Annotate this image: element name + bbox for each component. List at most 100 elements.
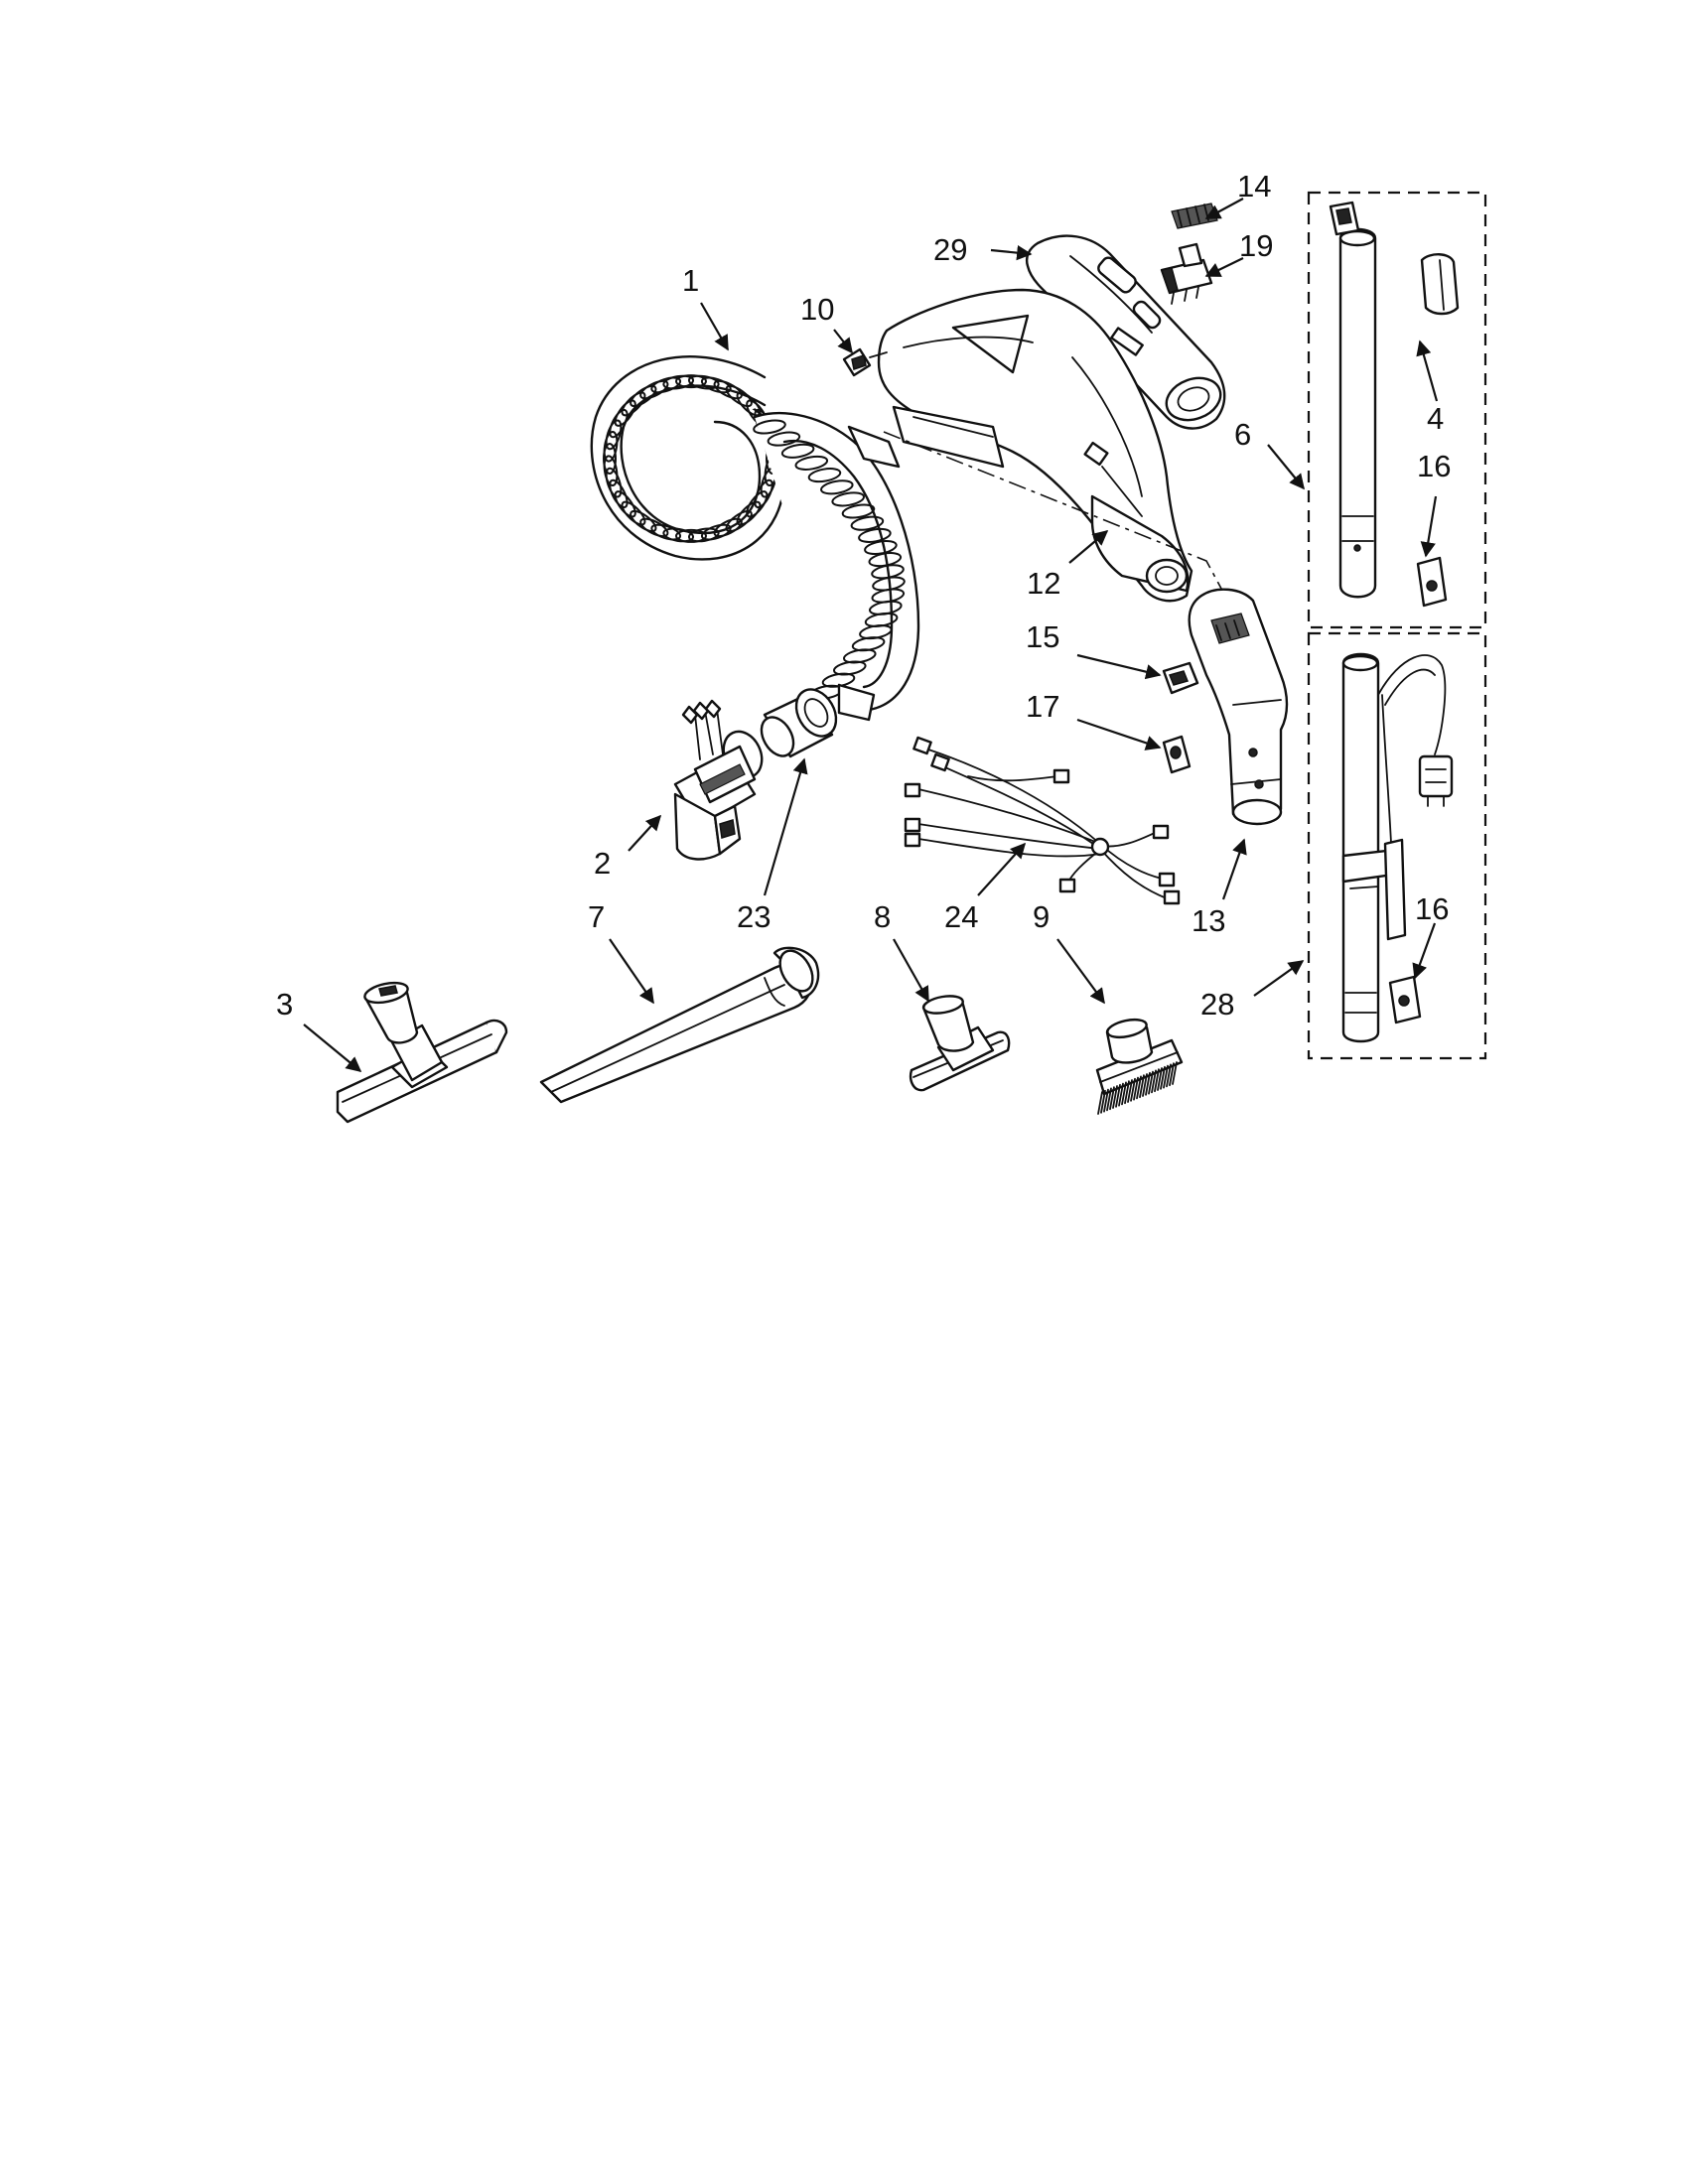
- part-3-floor-tool: [336, 981, 508, 1124]
- hose-coil-ring: [603, 455, 619, 487]
- bristle: [1136, 1075, 1142, 1100]
- callout-28: 28: [1200, 987, 1234, 1022]
- wand-group-box-upper: [1307, 191, 1487, 629]
- callout-4: 4: [1427, 401, 1444, 436]
- bristle: [1139, 1074, 1145, 1099]
- callout-12: 12: [1027, 566, 1060, 601]
- hose-coil-ring: [605, 467, 623, 498]
- part-28-lower-wand: [1341, 652, 1454, 1043]
- bristle: [1130, 1077, 1136, 1102]
- callout-labels: 1 2 3 4 6 7 8 9 10 12 13 14 15 16 16 17 …: [276, 169, 1451, 1022]
- hose-coil-ring: [713, 517, 743, 538]
- hose-coil-ring: [858, 527, 892, 543]
- part-16-latch-upper: [1416, 556, 1448, 608]
- hose-coil-ring: [687, 527, 720, 543]
- bristle: [1142, 1073, 1148, 1097]
- hose-coil-ring: [621, 500, 646, 526]
- hose-coil-ring: [754, 478, 773, 509]
- bristle: [1145, 1071, 1151, 1096]
- callout-29: 29: [933, 232, 967, 267]
- callout-14: 14: [1237, 169, 1271, 204]
- hose-coil-ring: [605, 419, 623, 451]
- hose-coil-ring: [807, 468, 842, 483]
- hose-coil-ring: [614, 490, 636, 518]
- bristle: [1151, 1069, 1157, 1094]
- hose-coil-ring: [603, 430, 619, 463]
- hose-coil-ring: [700, 376, 732, 394]
- part-17-latch: [1162, 735, 1192, 774]
- part-16-latch-lower: [1388, 975, 1422, 1024]
- callout-6: 6: [1234, 417, 1251, 452]
- part-6-upper-wand: [1329, 201, 1377, 599]
- callout-23: 23: [737, 899, 771, 934]
- bristle: [1121, 1081, 1127, 1106]
- hose-coil-ring: [639, 517, 669, 538]
- hose-coil-ring: [713, 379, 743, 400]
- bristle: [1106, 1087, 1112, 1112]
- part-9-dusting-brush: [1095, 1018, 1184, 1115]
- part-4-wand-clip: [1420, 253, 1460, 316]
- bristle: [1103, 1088, 1109, 1113]
- bristle: [1100, 1089, 1106, 1114]
- hose-coil-rings: [603, 374, 779, 543]
- bristle: [1157, 1067, 1163, 1091]
- hose-coil-ring: [725, 509, 753, 533]
- bristle: [1097, 1091, 1103, 1115]
- bristle: [1166, 1063, 1172, 1088]
- part-13-elbow: [1188, 588, 1289, 826]
- hose-coil-ring: [639, 379, 669, 400]
- hose-coil-ring: [614, 399, 636, 427]
- bristle: [1115, 1083, 1121, 1108]
- hose-coil-ring: [687, 374, 720, 390]
- callout-3: 3: [276, 987, 293, 1022]
- hose-coil-ring: [841, 503, 876, 519]
- callout-19: 19: [1239, 228, 1273, 263]
- callout-24: 24: [944, 899, 978, 934]
- hose-coil-ring: [700, 523, 732, 541]
- bristle: [1127, 1079, 1133, 1103]
- bristle: [1118, 1082, 1124, 1107]
- bristle: [1163, 1064, 1169, 1089]
- hose-coil-ring: [736, 500, 762, 526]
- callout-9: 9: [1033, 899, 1050, 934]
- hose-coil-ring: [820, 479, 854, 495]
- hose-coil-ring: [662, 374, 695, 390]
- callout-15: 15: [1026, 619, 1059, 654]
- part-24-wire-harness: [904, 736, 1181, 905]
- bristle: [1124, 1080, 1130, 1105]
- part-7-crevice-tool: [539, 946, 820, 1104]
- bristle: [1133, 1076, 1139, 1101]
- hose-coil-ring: [780, 443, 815, 459]
- hose-coil-ring: [621, 391, 646, 417]
- hose-coil-ring: [609, 478, 629, 509]
- bristle: [1154, 1068, 1160, 1093]
- wand-group-box-lower: [1307, 631, 1487, 1060]
- hose-coil-ring: [725, 384, 753, 408]
- hose-coil-ring: [753, 419, 786, 435]
- callout-13: 13: [1192, 903, 1225, 938]
- hose-coil-ring: [831, 491, 865, 507]
- bristle: [1172, 1061, 1178, 1085]
- part-10-screw: [842, 347, 888, 377]
- callout-1: 1: [682, 263, 699, 298]
- callout-7: 7: [588, 899, 605, 934]
- hose-coil-ring: [630, 509, 657, 533]
- hose-coil-ring: [767, 431, 801, 447]
- bristle: [1169, 1062, 1175, 1087]
- brush-bristles: [1097, 1061, 1178, 1115]
- hose-coil-ring: [675, 374, 707, 389]
- hose-coil-ring: [850, 515, 885, 531]
- leader-lines: [303, 198, 1439, 1072]
- part-15-clip: [1162, 661, 1199, 695]
- callout-10: 10: [800, 292, 834, 327]
- bristle: [1109, 1086, 1115, 1111]
- hose-coil-ring: [650, 523, 682, 541]
- hose-coil-ring: [609, 408, 629, 439]
- part-2-hose-cuff: [673, 699, 764, 861]
- callout-8: 8: [874, 899, 891, 934]
- callout-17: 17: [1026, 689, 1059, 724]
- hose-coil-ring: [675, 528, 707, 543]
- hose-coil-ring: [650, 376, 682, 394]
- bristle: [1160, 1065, 1166, 1090]
- callout-16-upper: 16: [1417, 449, 1451, 483]
